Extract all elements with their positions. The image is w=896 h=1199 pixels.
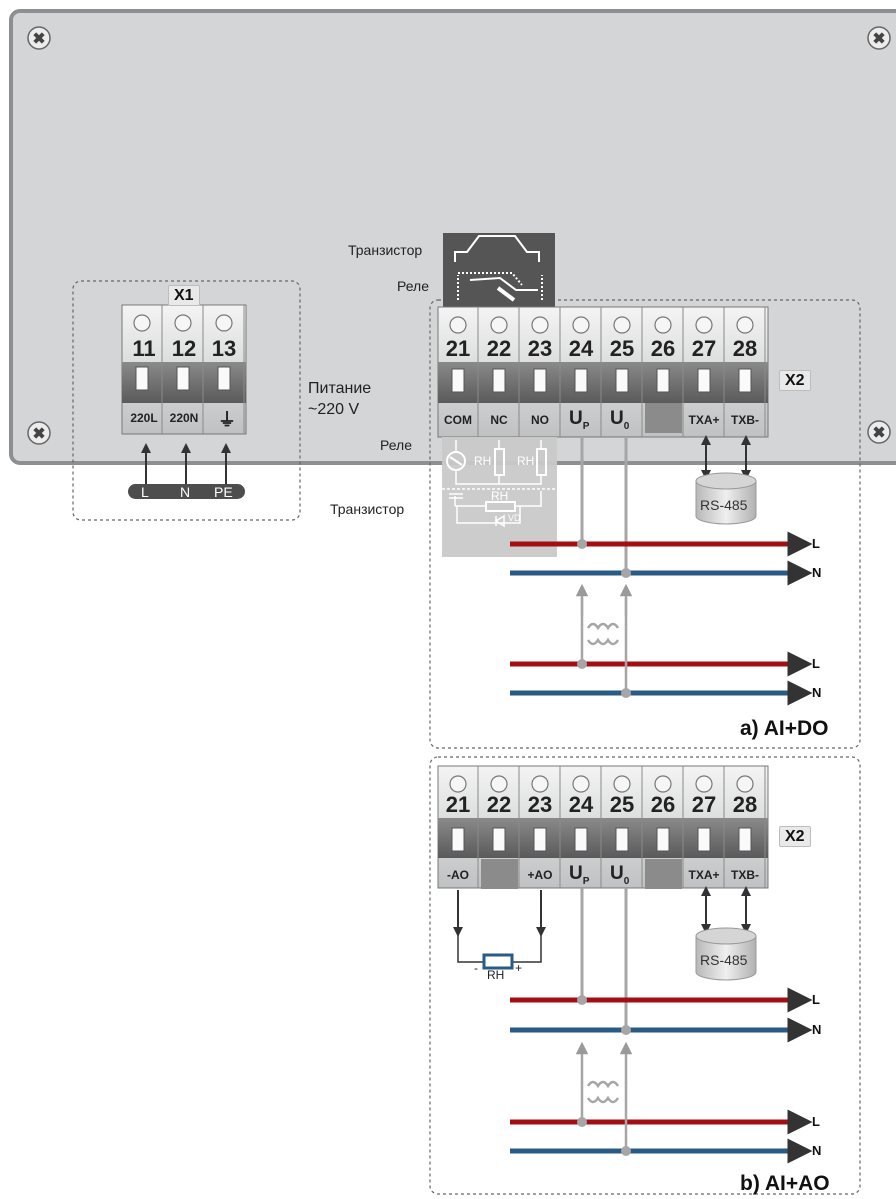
x2-a-terminal-block — [437, 306, 769, 438]
x2-b-terminal-block — [437, 765, 769, 889]
terminal-screw — [695, 775, 713, 793]
terminal-slot — [697, 827, 711, 852]
terminal-slot — [533, 827, 547, 852]
terminal-slot — [738, 827, 752, 852]
screw-icon — [867, 26, 891, 50]
terminal-screw — [736, 775, 754, 793]
terminal-screw — [736, 316, 754, 334]
terminal-slot — [533, 368, 547, 393]
terminal-slot — [135, 366, 149, 391]
relay-load-panel — [442, 437, 557, 557]
terminal-slot — [492, 827, 506, 852]
terminal-slot — [656, 827, 670, 852]
lines-a — [510, 437, 813, 706]
terminal-blank — [645, 859, 682, 889]
terminal-slot — [574, 368, 588, 393]
output-module-graphic — [443, 233, 555, 308]
ao-load — [453, 890, 546, 970]
terminal-screw — [490, 316, 508, 334]
terminal-screw — [572, 775, 590, 793]
x1-wires — [128, 443, 245, 499]
terminal-screw — [174, 314, 192, 332]
screw-icon — [27, 26, 51, 50]
rs485-b — [695, 886, 757, 981]
terminal-slot — [615, 368, 629, 393]
terminal-screw — [654, 775, 672, 793]
terminal-screw — [531, 775, 549, 793]
terminal-screw — [133, 314, 151, 332]
terminal-slot — [574, 827, 588, 852]
terminal-slot — [656, 368, 670, 393]
x2-a-frame — [429, 299, 861, 749]
screw-icon — [867, 420, 891, 444]
terminal-screw — [613, 775, 631, 793]
x2-b-frame — [429, 756, 861, 1195]
terminal-screw — [490, 775, 508, 793]
terminal-screw — [613, 316, 631, 334]
terminal-slot — [738, 368, 752, 393]
rs485-a — [695, 435, 757, 525]
lines-b — [510, 888, 813, 1164]
screw-icon — [27, 421, 51, 445]
terminal-blank — [481, 859, 518, 889]
terminal-slot — [176, 366, 190, 391]
terminal-slot — [451, 827, 465, 852]
terminal-screw — [654, 316, 672, 334]
terminal-screw — [572, 316, 590, 334]
terminal-screw — [531, 316, 549, 334]
terminal-slot — [451, 368, 465, 393]
terminal-screw — [449, 775, 467, 793]
x1-terminal-block — [121, 304, 247, 435]
x1-frame — [72, 280, 301, 521]
terminal-slot — [217, 366, 231, 391]
terminal-screw — [215, 314, 233, 332]
terminal-slot — [615, 827, 629, 852]
terminal-screw — [695, 316, 713, 334]
terminal-slot — [697, 368, 711, 393]
terminal-screw — [449, 316, 467, 334]
terminal-slot — [492, 368, 506, 393]
terminal-blank — [645, 403, 682, 433]
x1-wire-bar — [128, 484, 245, 499]
